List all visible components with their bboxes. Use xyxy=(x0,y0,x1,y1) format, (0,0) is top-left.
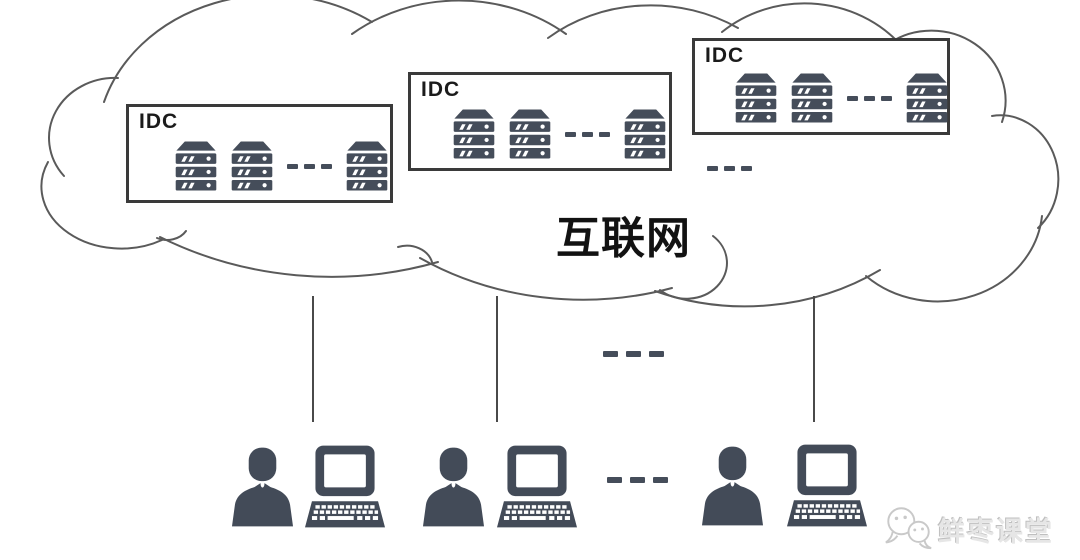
desktop-computer-icon xyxy=(497,443,577,530)
idc-box-1: IDC xyxy=(126,104,393,203)
server-rack-icon xyxy=(509,108,551,160)
server-rack-icon xyxy=(175,140,217,192)
user-silhouette-icon xyxy=(231,447,294,527)
server-rack-icon xyxy=(735,72,777,124)
idc-ellipsis-dashes-icon xyxy=(707,166,752,171)
server-rack-icon xyxy=(346,140,388,192)
watermark-text: 鲜枣课堂 xyxy=(938,517,1054,547)
access-line-2 xyxy=(496,296,498,422)
server-rack-icon xyxy=(624,108,666,160)
access-line-1 xyxy=(312,296,314,422)
desktop-computer-icon xyxy=(305,443,385,530)
ellipsis-dashes-icon xyxy=(847,95,892,101)
idc-box-2-servers xyxy=(453,108,666,160)
idc-box-3: IDC xyxy=(692,38,950,135)
server-rack-icon xyxy=(906,72,948,124)
user-silhouette-icon xyxy=(701,446,764,526)
internet-label: 互联网 xyxy=(556,214,691,263)
access-line-3 xyxy=(813,296,815,422)
desktop-computer-icon xyxy=(787,442,867,529)
users-ellipsis-dashes-icon xyxy=(607,477,668,483)
lines-ellipsis-dashes-icon xyxy=(603,351,664,357)
idc-box-3-servers xyxy=(735,72,948,124)
ellipsis-dashes-icon xyxy=(565,131,610,137)
server-rack-icon xyxy=(791,72,833,124)
idc-box-1-label: IDC xyxy=(139,110,179,133)
server-rack-icon xyxy=(231,140,273,192)
ellipsis-dashes-icon xyxy=(287,163,332,169)
server-rack-icon xyxy=(453,108,495,160)
idc-box-3-label: IDC xyxy=(705,44,745,67)
user-silhouette-icon xyxy=(422,447,485,527)
idc-box-1-servers xyxy=(175,140,388,192)
chat-bubbles-icon xyxy=(881,502,937,554)
idc-box-2: IDC xyxy=(408,72,672,171)
idc-box-2-label: IDC xyxy=(421,78,461,101)
